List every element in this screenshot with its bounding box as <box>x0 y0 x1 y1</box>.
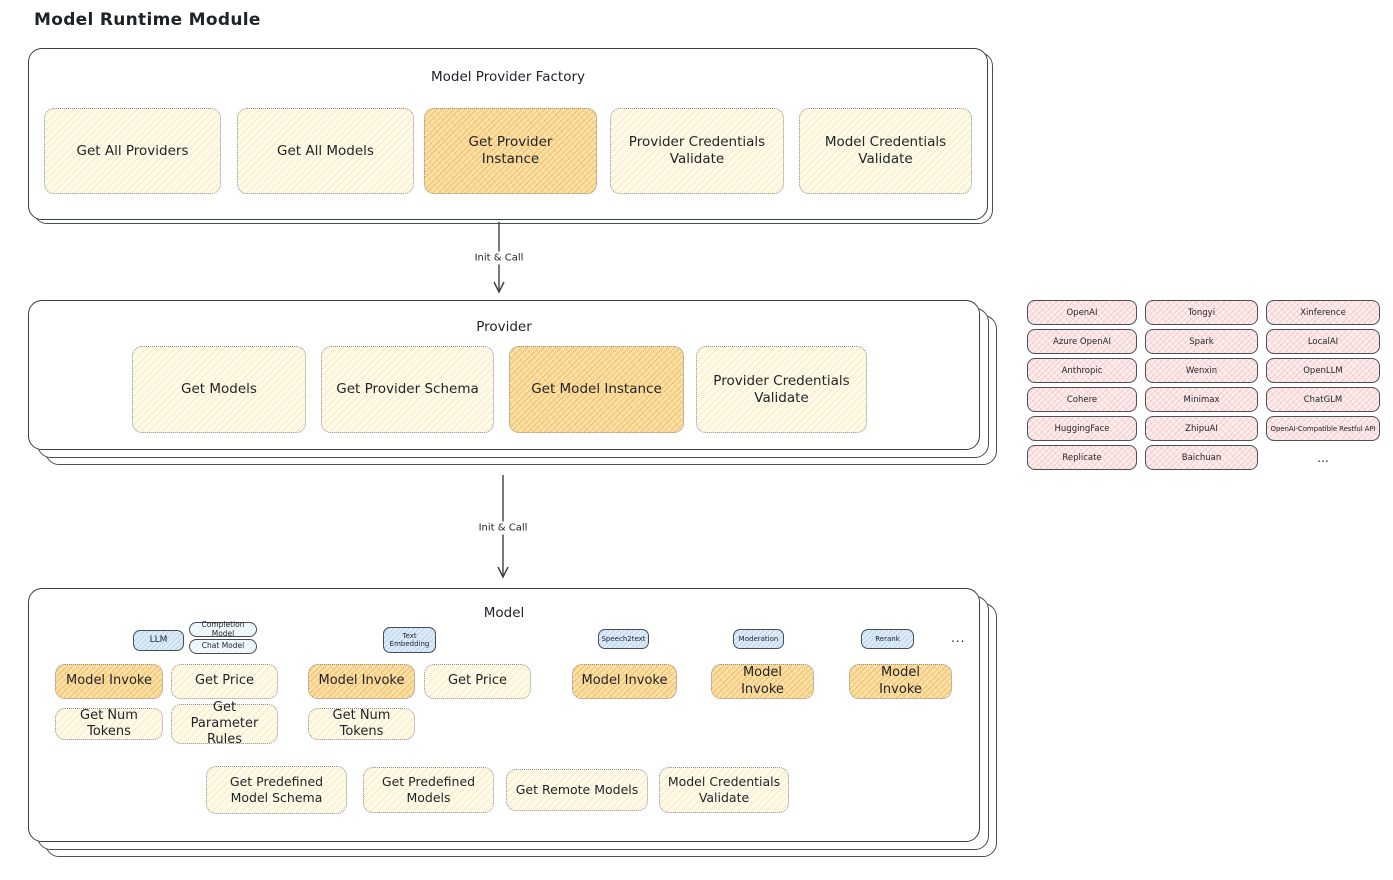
factory-title: Model Provider Factory <box>430 69 585 85</box>
provider-chip-replicate: Replicate <box>1027 445 1137 470</box>
moderation-model-invoke: Model Invoke <box>711 664 814 699</box>
arrow-label-init-call-2: Init & Call <box>474 521 532 535</box>
arrow-init-call-2: Init & Call <box>474 475 532 579</box>
provider-frame: Provider Get Models Get Provider Schema … <box>28 300 980 450</box>
text-embedding-get-num-tokens: Get Num Tokens <box>308 708 415 740</box>
provider-chip-minimax: Minimax <box>1145 387 1258 412</box>
model-task-model-credentials-validate: Model Credentials Validate <box>659 767 789 813</box>
model-task-get-predefined-models: Get Predefined Models <box>363 767 494 813</box>
provider-chip-ellipsis: ... <box>1317 450 1329 465</box>
provider-chip-xinference: Xinference <box>1266 300 1380 325</box>
provider-chip-openllm: OpenLLM <box>1266 358 1380 383</box>
provider-chip-baichuan: Baichuan <box>1145 445 1258 470</box>
factory-task-provider-credentials-validate: Provider Credentials Validate <box>610 108 784 194</box>
provider-chip-chatglm: ChatGLM <box>1266 387 1380 412</box>
tag-speech2text: Speech2text <box>598 629 649 649</box>
provider-chip-spark: Spark <box>1145 329 1258 354</box>
llm-get-parameter-rules: Get Parameter Rules <box>171 700 278 747</box>
tag-rerank: Rerank <box>861 629 914 649</box>
text-embedding-model-invoke: Model Invoke <box>308 664 415 699</box>
llm-model-invoke: Model Invoke <box>55 664 163 699</box>
llm-get-num-tokens: Get Num Tokens <box>55 708 163 740</box>
provider-chip-huggingface: HuggingFace <box>1027 416 1137 441</box>
arrow-init-call-1: Init & Call <box>470 222 528 294</box>
provider-list-panel: OpenAI Tongyi Xinference Azure OpenAI Sp… <box>1027 300 1380 470</box>
provider-chip-localai: LocalAI <box>1266 329 1380 354</box>
factory-task-model-credentials-validate: Model Credentials Validate <box>799 108 972 194</box>
model-title: Model <box>483 605 525 621</box>
provider-chip-anthropic: Anthropic <box>1027 358 1137 383</box>
provider-chip-openai-compatible-restful-api: OpenAI-Compatible Restful API <box>1266 416 1380 441</box>
provider-task-get-models: Get Models <box>132 346 306 433</box>
model-tags-ellipsis: ... <box>951 631 966 645</box>
model-task-get-remote-models: Get Remote Models <box>506 769 648 811</box>
llm-get-price: Get Price <box>171 664 278 699</box>
provider-title: Provider <box>476 319 532 335</box>
provider-chip-openai: OpenAI <box>1027 300 1137 325</box>
tag-text-embedding: Text Embedding <box>383 627 436 653</box>
arrow-label-init-call-1: Init & Call <box>470 251 528 265</box>
factory-task-get-all-providers: Get All Providers <box>44 108 221 194</box>
provider-chip-cohere: Cohere <box>1027 387 1137 412</box>
provider-chip-zhipuai: ZhipuAI <box>1145 416 1258 441</box>
tag-llm: LLM <box>133 630 184 651</box>
provider-chip-wenxin: Wenxin <box>1145 358 1258 383</box>
tag-chat-model: Chat Model <box>189 639 257 654</box>
speech2text-model-invoke: Model Invoke <box>572 664 677 699</box>
provider-chip-azure-openai: Azure OpenAI <box>1027 329 1137 354</box>
provider-task-provider-credentials-validate: Provider Credentials Validate <box>696 346 867 433</box>
factory-task-get-provider-instance: Get Provider Instance <box>424 108 597 194</box>
rerank-model-invoke: Model Invoke <box>849 664 952 699</box>
model-frame: Model LLM Completion Model Chat Model Te… <box>28 588 980 842</box>
factory-task-get-all-models: Get All Models <box>237 108 414 194</box>
tag-completion-model: Completion Model <box>189 620 257 637</box>
provider-chip-tongyi: Tongyi <box>1145 300 1258 325</box>
provider-task-get-provider-schema: Get Provider Schema <box>321 346 494 433</box>
text-embedding-get-price: Get Price <box>424 664 531 699</box>
factory-frame: Model Provider Factory Get All Providers… <box>28 48 988 220</box>
tag-moderation: Moderation <box>733 629 784 649</box>
model-task-get-predefined-model-schema: Get Predefined Model Schema <box>206 766 347 814</box>
provider-task-get-model-instance: Get Model Instance <box>509 346 684 433</box>
page-title: Model Runtime Module <box>34 10 261 30</box>
